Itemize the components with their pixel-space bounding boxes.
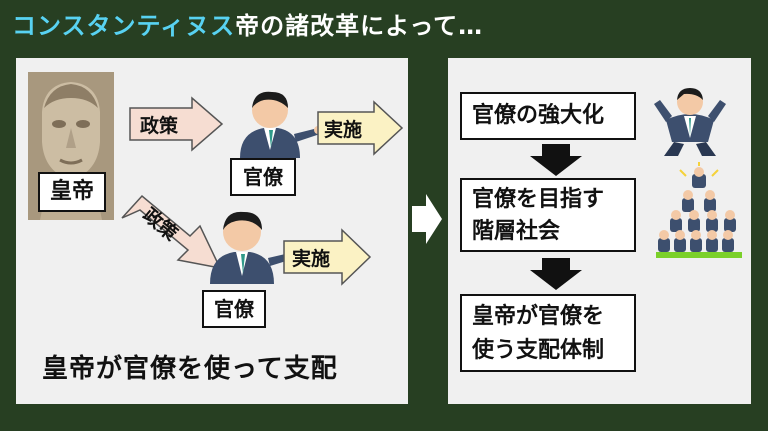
official-top-box: 官僚 <box>230 158 296 196</box>
emperor-statue-image <box>28 72 114 220</box>
down-arrow-1 <box>530 144 582 176</box>
execute-arrow-bottom <box>283 228 372 286</box>
execute-arrow-top <box>317 100 404 156</box>
policy-arrow-top <box>129 96 224 152</box>
emperor-label: 皇帝 <box>49 179 94 204</box>
official-bottom-box: 官僚 <box>202 290 266 328</box>
strong-official-icon <box>654 88 726 156</box>
left-panel: 皇帝 政策 政策 官僚 実施 官僚 実 <box>16 58 408 404</box>
result-box-1: 官僚の強大化 <box>460 92 636 140</box>
official-top-icon <box>240 91 322 158</box>
official-bottom-icon <box>210 211 298 284</box>
official-top-label: 官僚 <box>243 165 283 189</box>
left-summary: 皇帝が官僚を使って支配 <box>42 354 338 384</box>
result-box-2-line1: 官僚を目指す <box>472 187 605 212</box>
title-highlight: コンスタンティヌス <box>12 12 236 40</box>
official-pyramid-icon <box>656 162 742 258</box>
result-box-3-line1: 皇帝が官僚を <box>472 304 605 329</box>
result-box-2-line2: 階層社会 <box>472 219 561 244</box>
result-box-3: 皇帝が官僚を 使う支配体制 <box>460 294 636 372</box>
title-rest: 帝の諸改革によって… <box>235 12 484 40</box>
execute-label-bottom: 実施 <box>292 248 331 270</box>
emperor-label-box: 皇帝 <box>38 172 106 212</box>
result-box-2: 官僚を目指す 階層社会 <box>460 178 636 252</box>
center-arrow <box>412 194 442 244</box>
result-box-3-line2: 使う支配体制 <box>472 338 605 363</box>
policy-label-top: 政策 <box>140 115 179 137</box>
official-bottom-label: 官僚 <box>214 297 254 321</box>
execute-label-top: 実施 <box>324 119 363 141</box>
page-title: コンスタンティヌス帝の諸改革によって… <box>12 6 483 41</box>
down-arrow-2 <box>530 258 582 290</box>
result-box-1-text: 官僚の強大化 <box>472 103 605 128</box>
right-panel: 官僚の強大化 官僚を目指す 階層社会 <box>448 58 751 404</box>
